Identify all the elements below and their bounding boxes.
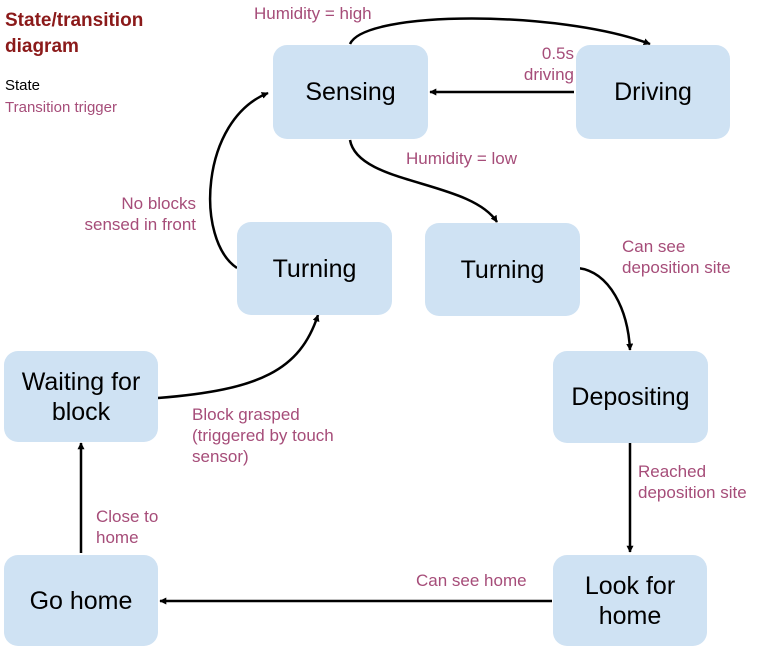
arrow-waiting-to-turning-left [157,314,320,400]
trigger-driving-line2: driving [523,65,574,84]
arrow-sensing-to-turning-right [348,139,499,223]
arrow-turning-left-to-sensing [208,91,269,270]
trigger-block-grasped-line2: (triggered by touch [192,426,334,445]
state-waiting-label-line1: Waiting for [21,367,141,396]
trigger-no-blocks-line2: sensed in front [84,215,196,234]
state-turning-left: Turning [237,222,392,315]
trigger-close-home-line2: home [96,528,139,547]
trigger-block-grasped: Block grasped (triggered by touch sensor… [192,404,334,467]
trigger-reached-line2: deposition site [638,483,747,502]
state-go-home-label: Go home [29,586,133,615]
state-driving-label: Driving [614,78,692,106]
state-sensing-label: Sensing [305,78,396,106]
trigger-reached-site: Reached deposition site [638,461,747,503]
state-look-label-line1: Look for [584,571,676,600]
state-go-home: Go home [4,555,158,646]
trigger-can-see-site-line2: deposition site [622,258,731,277]
state-depositing: Depositing [553,351,708,443]
state-waiting-label-line2: block [51,397,111,426]
state-waiting-for-block: Waiting for block [4,351,158,442]
diagram-title-line2: diagram [5,36,79,57]
trigger-reached-line1: Reached [638,462,707,481]
trigger-can-see-home: Can see home [416,571,527,590]
state-look-label-line2: home [598,601,662,630]
diagram-title: State/transition diagram [5,8,143,60]
trigger-no-blocks-line1: No blocks [121,194,196,213]
trigger-close-to-home: Close to home [96,506,158,548]
trigger-can-see-site: Can see deposition site [622,236,731,278]
arrow-sensing-to-driving [348,17,651,46]
state-depositing-label: Depositing [571,383,690,411]
state-look-for-home: Look for home [553,555,707,646]
trigger-no-blocks: No blocks sensed in front [66,193,196,235]
state-turning-left-label: Turning [272,254,357,283]
trigger-driving: 0.5s driving [518,43,574,85]
trigger-block-grasped-line1: Block grasped [192,405,300,424]
trigger-humidity-high: Humidity = high [254,4,372,23]
state-driving: Driving [576,45,730,139]
trigger-block-grasped-line3: sensor) [192,447,249,466]
state-turning-right-label: Turning [460,255,545,284]
trigger-humidity-low: Humidity = low [406,149,518,168]
diagram-title-line1: State/transition [5,10,144,31]
legend-trigger-label: Transition trigger [5,99,117,116]
trigger-can-see-site-line1: Can see [622,237,686,256]
legend-state-label: State [5,77,41,94]
state-turning-right: Turning [425,223,580,316]
arrow-turning-right-to-depositing [577,266,634,351]
trigger-driving-line1: 0.5s [541,44,574,63]
state-sensing: Sensing [273,45,428,139]
trigger-close-home-line1: Close to [96,507,159,526]
